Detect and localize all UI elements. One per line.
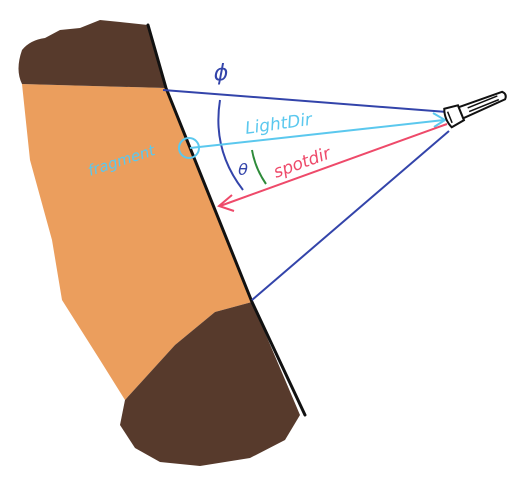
theta-angle-arc (251, 149, 267, 185)
phi-angle-arc (217, 99, 244, 191)
cutoff-line-lower (251, 130, 450, 301)
cutoff-line-upper (162, 89, 448, 113)
fragment-marker (178, 137, 200, 159)
theta-label: θ (238, 160, 248, 179)
light-dir-arrow (189, 119, 445, 149)
spot-dir-arrowhead (216, 194, 235, 212)
lit-wall-region (22, 84, 252, 400)
flashlight-icon (443, 90, 507, 129)
phi-label: ϕ (214, 61, 229, 86)
dark-wall-bottom (120, 302, 300, 466)
light-dir-arrowhead (432, 112, 447, 128)
spot-dir-arrow (219, 123, 448, 207)
dark-wall-top (18, 20, 166, 88)
wall-surface-outline (146, 23, 307, 417)
